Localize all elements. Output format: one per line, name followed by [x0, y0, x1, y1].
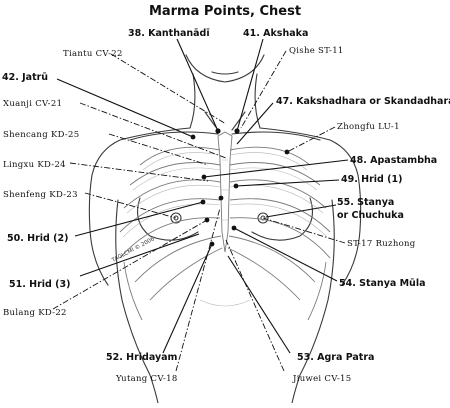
marker-hridayam: [209, 241, 215, 247]
label-shencang: Shencang KD-25: [3, 130, 79, 140]
right-clavicle: [231, 131, 321, 141]
label-zhongfu: Zhongfu LU-1: [337, 122, 400, 132]
mouth-line: [211, 71, 239, 75]
leader-jatru: [56, 78, 194, 138]
marker-center-upper: [218, 195, 224, 201]
marker-apastambha: [201, 174, 207, 180]
left-breast: [137, 197, 199, 241]
marker-kakshadhara: [284, 149, 290, 155]
label-jiuwei: Jiuwei CV-15: [292, 374, 351, 384]
torso-illustration: [88, 54, 362, 404]
leader-jiuwei: [225, 239, 285, 372]
leader-apastambha: [203, 159, 349, 178]
label-stanya-line2: or Chuchuka: [337, 210, 404, 221]
left-ribs: [119, 146, 223, 321]
label-jatru: 42. Jatrū: [2, 72, 48, 83]
label-bulang: Bulang KD-22: [3, 308, 67, 318]
left-torso-side: [115, 199, 159, 404]
label-hrid1: 49. Hrid (1): [341, 174, 402, 185]
marker-kanthanadi: [215, 128, 221, 134]
chin-outline: [185, 54, 265, 83]
leader-rugzhong: [262, 217, 346, 244]
right-breast: [251, 197, 313, 241]
leader-zhongfu: [286, 126, 336, 153]
left-shoulder-arm: [88, 127, 191, 231]
leader-hrid3: [79, 233, 200, 277]
label-yutang: Yutang CV-18: [115, 374, 178, 384]
marker-jatru: [190, 134, 196, 140]
point-markers: [190, 128, 290, 247]
left-nipple-inner: [173, 215, 179, 221]
label-shenfeng: Shenfeng KD-23: [3, 190, 78, 200]
leader-bulang: [52, 219, 208, 310]
leader-kanthanadi: [176, 38, 219, 132]
sternum: [217, 131, 233, 253]
right-arm-lower: [341, 229, 361, 286]
label-xuanji: Xuanji CV-21: [3, 99, 62, 109]
artist-signature: TAGLCMI © 2006: [110, 235, 156, 264]
leader-agrapatra: [227, 255, 291, 354]
label-hridayam: 52. Hridayam: [106, 352, 178, 363]
marker-akshaka: [234, 128, 240, 134]
label-agrapatra: 53. Agra Patra: [297, 352, 374, 363]
label-tiantu: Tiantu CV-22: [63, 49, 123, 59]
leader-yutang: [175, 207, 221, 372]
leader-hridayam: [162, 243, 213, 354]
marker-hrid3: [204, 217, 210, 223]
neck-left: [189, 73, 196, 129]
leader-lingxu: [69, 162, 209, 182]
label-kanthanadi: 38. Kanthanādī: [128, 28, 210, 39]
neck-muscle-right: [231, 111, 246, 131]
left-clavicle: [129, 131, 219, 141]
label-qishe: Qishe ST-11: [289, 46, 344, 56]
leader-hrid2: [74, 201, 204, 237]
sternum-joints: [221, 159, 229, 221]
right-nipple: [257, 212, 269, 224]
label-stanya-line1: 55. Stanya: [337, 197, 394, 208]
marker-stanyamula: [231, 225, 237, 231]
label-akshaka: 41. Akshaka: [243, 28, 308, 39]
leader-stanyamula: [233, 227, 338, 282]
left-arm-lower: [89, 229, 109, 286]
leader-qishe: [240, 50, 287, 129]
right-shoulder-arm: [259, 127, 362, 231]
label-hrid3: 51. Hrid (3): [9, 279, 70, 290]
abdomen-line: [199, 299, 251, 307]
leader-tiantu: [110, 53, 227, 125]
leader-shencang: [108, 133, 209, 166]
label-rugzhong: ST-17 Ruzhong: [347, 239, 416, 249]
right-torso-side: [291, 199, 335, 404]
label-apastambha: 48. Apastambha: [350, 155, 437, 166]
leader-lines: [52, 38, 349, 372]
label-hrid2: 50. Hrid (2): [7, 233, 68, 244]
leader-shenfeng: [84, 192, 177, 219]
label-lingxu: Lingxu KD-24: [3, 160, 66, 170]
leader-hrid1: [235, 179, 340, 187]
label-stanyamula: 54. Stanya Mūla: [339, 278, 426, 289]
marker-hrid1: [233, 183, 239, 189]
marker-hrid2: [200, 199, 206, 205]
leader-stanya: [265, 204, 337, 218]
leader-akshaka: [236, 38, 264, 132]
leader-xuanji: [79, 102, 227, 159]
diagram-title: Marma Points, Chest: [149, 4, 301, 19]
leader-kakshadhara: [236, 102, 274, 145]
left-nipple: [170, 212, 182, 224]
label-kakshadhara: 47. Kakshadhara or Skandadhara: [276, 96, 450, 107]
